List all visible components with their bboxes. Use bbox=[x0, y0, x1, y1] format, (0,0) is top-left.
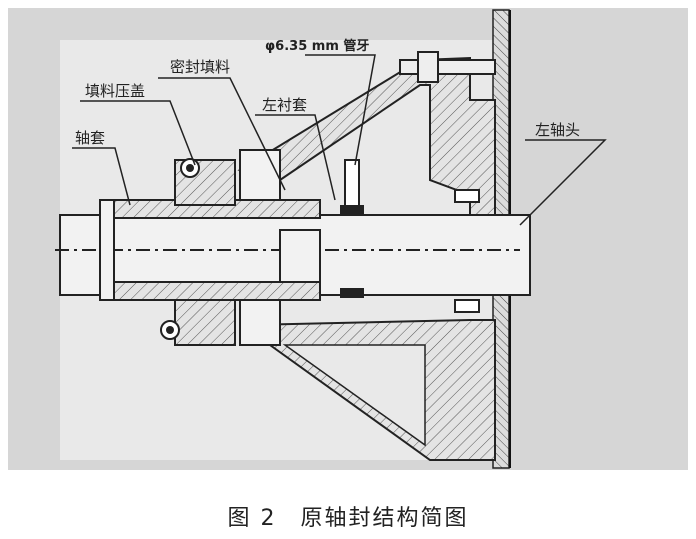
sleeve-bottom bbox=[99, 281, 321, 301]
pipe-thread-fitting bbox=[344, 159, 360, 211]
gland-bolt-top-inner bbox=[186, 164, 194, 172]
top-bolt bbox=[399, 59, 496, 75]
right-bolt-lower bbox=[454, 299, 480, 313]
lower-plug bbox=[340, 288, 364, 298]
label-left-bushing: 左衬套 bbox=[262, 96, 307, 114]
label-packing-gland: 填料压盖 bbox=[85, 82, 145, 100]
figure-caption: 图 2 原轴封结构简图 bbox=[227, 506, 469, 531]
gland-bottom bbox=[174, 299, 236, 346]
pipe-thread-base bbox=[340, 205, 364, 215]
label-seal-packing: 密封填料 bbox=[170, 58, 230, 76]
leader-lines bbox=[72, 54, 607, 226]
gland-bolt-bottom-inner bbox=[166, 326, 174, 334]
top-nut bbox=[417, 51, 439, 83]
packing-box-top bbox=[239, 149, 281, 201]
packing-box-bottom bbox=[239, 299, 281, 346]
bushing-step bbox=[279, 229, 321, 283]
lower-bracket-inner bbox=[282, 344, 426, 447]
label-thread: φ6.35 mm 管牙 bbox=[265, 38, 369, 54]
shaft-seal-diagram: φ6.35 mm 管牙 密封填料 填料压盖 左衬套 轴套 左轴头 bbox=[8, 8, 688, 470]
sleeve-end bbox=[99, 199, 115, 301]
label-left-shaft-head: 左轴头 bbox=[535, 121, 580, 139]
right-bolt-upper bbox=[454, 189, 480, 203]
label-shaft-sleeve: 轴套 bbox=[75, 129, 105, 147]
